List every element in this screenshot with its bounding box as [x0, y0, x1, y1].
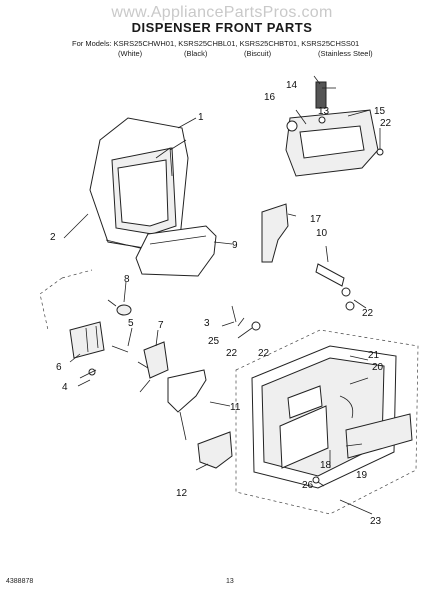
callout-2: 2 — [50, 232, 56, 243]
callout-4: 4 — [62, 382, 68, 393]
callout-22-mid: 22 — [362, 308, 374, 319]
pin — [111, 345, 129, 353]
callout-21: 21 — [368, 350, 380, 361]
callout-20: 20 — [372, 362, 384, 373]
color-white: (White) — [118, 49, 143, 58]
callout-18: 18 — [320, 460, 332, 471]
fitting — [107, 299, 132, 316]
callout-1: 1 — [198, 112, 204, 123]
color-stainless: (Stainless Steel) — [318, 49, 373, 58]
front-panel-assembly — [235, 329, 419, 515]
callout-6: 6 — [56, 362, 62, 373]
callout-11: 11 — [230, 402, 241, 413]
callout-10: 10 — [316, 228, 328, 239]
callout-labels: 1 2 3 4 5 6 7 8 9 10 11 12 13 14 15 16 1… — [50, 80, 392, 527]
callout-14: 14 — [286, 80, 298, 91]
document-number: 4388878 — [6, 578, 34, 585]
callout-15: 15 — [374, 106, 386, 117]
color-black: (Black) — [184, 49, 208, 58]
lever-bracket — [137, 341, 169, 393]
callout-7: 7 — [158, 320, 164, 331]
switch-block — [69, 321, 105, 359]
leader-lines — [63, 75, 381, 515]
callout-9: 9 — [232, 240, 238, 251]
page-title: DISPENSER FRONT PARTS — [131, 20, 313, 35]
callout-25: 25 — [208, 336, 220, 347]
actuator-rod — [315, 263, 355, 311]
dispenser-housing — [89, 117, 189, 251]
color-biscuit: (Biscuit) — [244, 49, 272, 58]
callout-13: 13 — [318, 106, 330, 117]
callout-26: 26 — [302, 480, 314, 491]
dashed-guide — [39, 269, 93, 331]
small-hardware — [231, 305, 261, 331]
callout-17: 17 — [310, 214, 322, 225]
actuator-bracket — [261, 203, 289, 263]
drip-tray — [135, 225, 217, 277]
callout-3: 3 — [204, 318, 210, 329]
page-number: 13 — [226, 578, 234, 585]
callout-8: 8 — [124, 274, 130, 285]
screw — [79, 368, 97, 379]
callout-23: 23 — [370, 516, 382, 527]
callout-22-top: 22 — [380, 118, 392, 129]
watermark: www.AppliancePartsPros.com — [111, 4, 333, 21]
callout-16: 16 — [264, 92, 276, 103]
callout-19: 19 — [356, 470, 368, 481]
callout-12: 12 — [176, 488, 188, 499]
callout-22-low: 22 — [226, 348, 238, 359]
water-paddle — [167, 369, 207, 441]
ice-chute-door — [197, 431, 233, 469]
callout-5: 5 — [128, 318, 134, 329]
control-module — [285, 81, 384, 177]
callout-22-right: 22 — [258, 348, 270, 359]
model-list: For Models: KSRS25CHWH01, KSRS25CHBL01, … — [72, 39, 360, 48]
